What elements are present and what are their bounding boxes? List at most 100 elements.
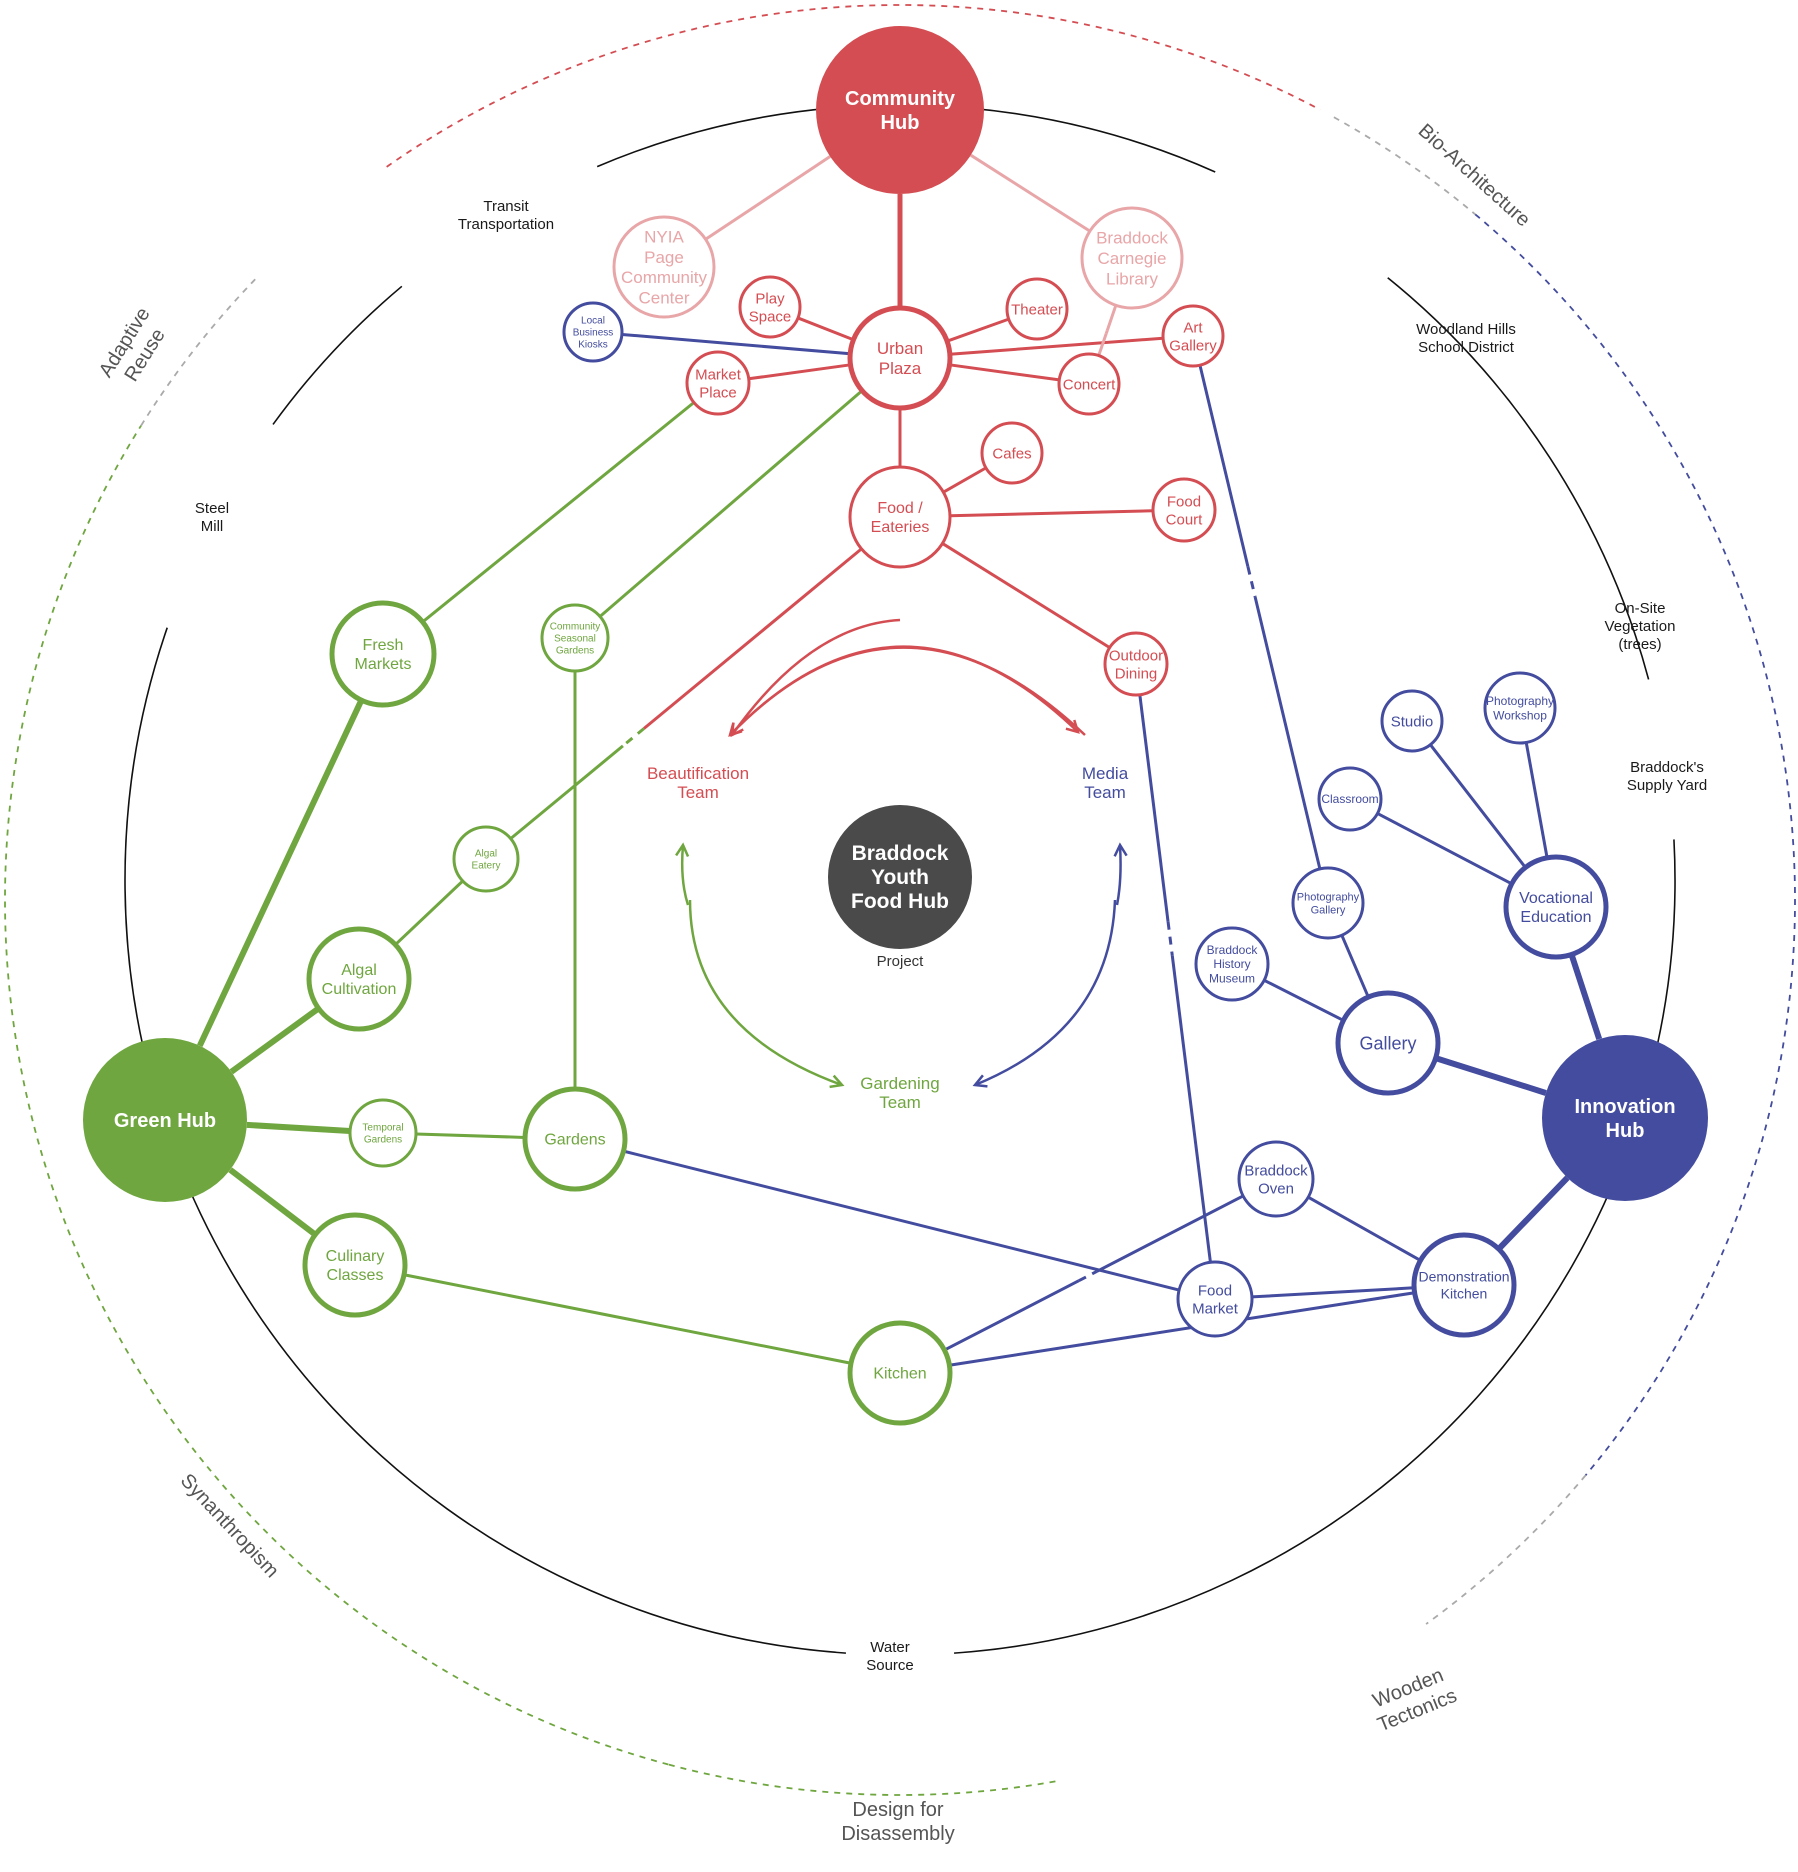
node-label: Kitchen: [873, 1366, 926, 1383]
edge-food-eateries-outdoor-dining: [941, 542, 1111, 649]
node-circle: [329, 600, 437, 708]
edge-green-temporal-gardens: [246, 1121, 351, 1135]
edge-innovation-gallery: [1434, 1055, 1547, 1096]
node-circle: [738, 275, 802, 339]
edge-urban-plaza-art-gallery: [949, 336, 1164, 356]
edge-temporal-gardens-gardens: [415, 1132, 526, 1139]
edge-gardens-food-market: [623, 1149, 1180, 1292]
arrow-to-gardening: [688, 899, 845, 1089]
node-circle: [540, 603, 610, 673]
node-circle: [612, 215, 716, 319]
inner-ring-arc: [1387, 277, 1650, 680]
node-circle: [1194, 926, 1270, 1002]
node-circle: [847, 305, 953, 411]
edge-library-concert-b: [1097, 332, 1108, 357]
node-studio: Studio: [1380, 689, 1444, 753]
arrow-to-beautification-green: [675, 842, 690, 906]
arrow-to-gardening-blue: [972, 899, 1117, 1088]
edge-vocational-classroom: [1376, 812, 1513, 886]
edge-art-gallery-photo-gallery-a: [1198, 364, 1250, 568]
arrow-to-media: [729, 645, 1080, 736]
node-circle: [1291, 866, 1365, 940]
edge-urban-plaza-market-place: [748, 363, 851, 381]
node-circle: [1483, 671, 1557, 745]
hub-green: Green Hub: [83, 1038, 247, 1202]
node-circle: [1176, 1260, 1254, 1338]
node-circle: [452, 825, 520, 893]
edge-green-culinary-classes: [228, 1167, 318, 1238]
outer-ring-arc: [1474, 213, 1796, 1476]
edge-food-eateries-food-court: [949, 509, 1154, 518]
edge-green-fresh-markets: [197, 698, 365, 1047]
edge-urban-plaza-kiosks: [621, 332, 851, 356]
edge-market-place-fresh-markets: [421, 401, 695, 624]
team-cycle-arrows: [675, 618, 1128, 1089]
edge-urban-plaza-play-space: [797, 316, 855, 342]
inner-ring-arc: [124, 627, 168, 881]
edge-braddock-oven-demo-kitchen: [1307, 1195, 1422, 1262]
edge-green-algal-cultivation: [229, 1005, 321, 1075]
node-circle: [1080, 206, 1184, 310]
arrow-beautification-media: [728, 646, 1086, 737]
arrow-to-media-blue: [1113, 842, 1128, 906]
node-circle: [83, 1038, 247, 1202]
edge-algal-cultivation-algal-eatery: [394, 879, 464, 946]
node-label: Green Hub: [114, 1110, 216, 1132]
edge-food-eateries-cafes: [942, 466, 987, 494]
node-circle: [1161, 304, 1225, 368]
edge-culinary-classes-kitchen: [403, 1273, 852, 1365]
node-circle: [1380, 689, 1444, 753]
node-circle: [348, 1098, 418, 1168]
node-circle: [522, 1086, 628, 1192]
node-theater: Theater: [1005, 277, 1069, 341]
edge-library-concert-dash: [1104, 329, 1109, 334]
node-circle: [685, 350, 751, 416]
node-label: Gallery: [1359, 1033, 1416, 1053]
edge-gallery-photo-gallery: [1340, 934, 1370, 998]
edge-community-nyia: [704, 155, 831, 241]
node-circle: [1237, 1140, 1315, 1218]
node-label: Classroom: [1321, 792, 1378, 806]
edge-food-eateries-algal-eatery-a: [643, 547, 863, 730]
center-circle: [828, 805, 972, 949]
node-circle: [562, 301, 624, 363]
node-circle: [306, 926, 412, 1032]
outer-ring-arc: [386, 4, 1321, 168]
